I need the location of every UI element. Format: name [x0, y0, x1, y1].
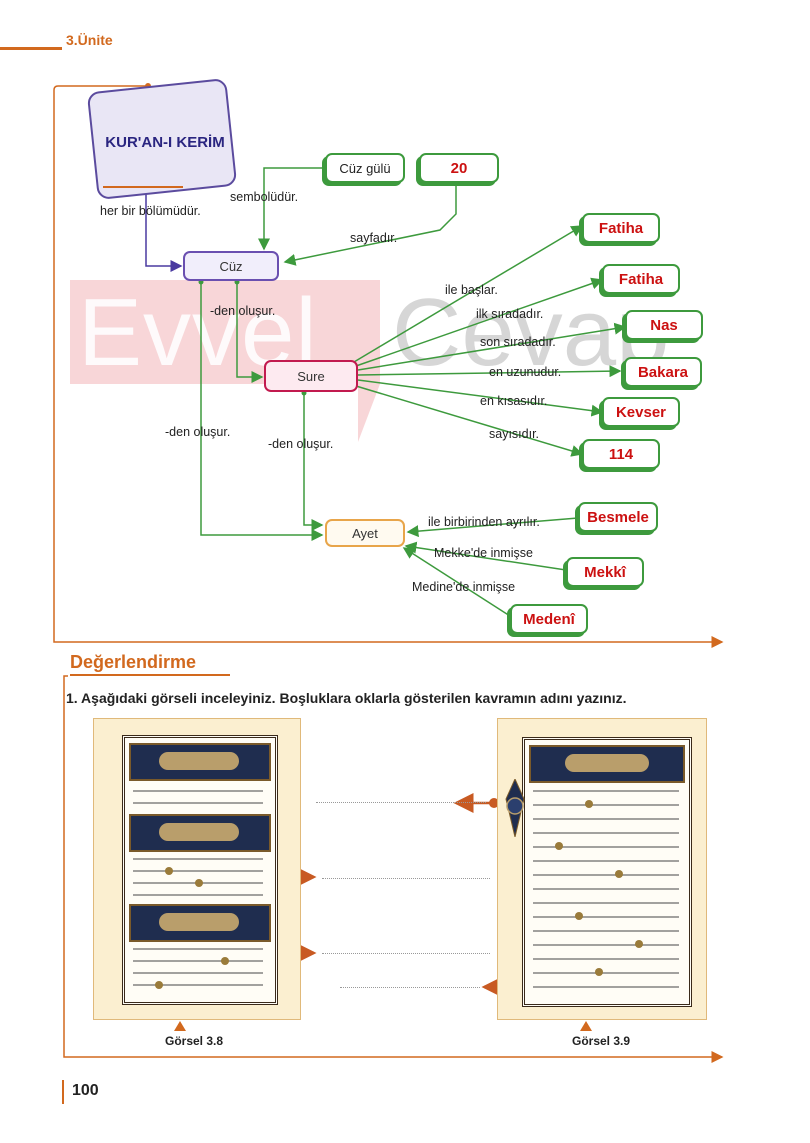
sure-node: Sure [264, 360, 358, 392]
mushaf-frame-right [522, 737, 692, 1007]
rel-sembol: sembolüdür. [230, 190, 299, 204]
rel-medine: Medine'de inmişse [412, 580, 516, 594]
answer-medeni: Medenî [510, 604, 588, 634]
answer-nas: Nas [625, 310, 703, 340]
caption-pointer-1 [174, 1021, 186, 1031]
caption-gorsel-3-8: Görsel 3.8 [165, 1034, 224, 1048]
rel-cuz-den: -den oluşur. [210, 304, 276, 318]
answer-bakara: Bakara [624, 357, 702, 387]
answer-besmele: Besmele [578, 502, 658, 532]
caption-gorsel-3-9: Görsel 3.9 [572, 1034, 631, 1048]
answer-fatiha-2: Fatiha [602, 264, 680, 294]
rel-sayfa: sayfadır. [350, 231, 398, 245]
rel-bolum: her bir bölümüdür. [100, 204, 201, 218]
rel-ilk: ilk sıradadır. [476, 307, 544, 321]
cuz-node: Cüz [183, 251, 279, 281]
sura-header-3 [129, 904, 271, 942]
sura-header-2 [129, 814, 271, 852]
rel-mekke: Mekke'de inmişse [434, 546, 533, 560]
question-1: 1. Aşağıdaki görseli inceleyiniz. Boşluk… [66, 690, 627, 706]
caption-pointer-2 [580, 1021, 592, 1031]
ayet-node: Ayet [325, 519, 405, 547]
rel-son: son sıradadır. [480, 335, 556, 349]
cuz-gulu-node: Cüz gülü [325, 153, 405, 183]
rel-sayisi: sayısıdır. [489, 427, 540, 441]
kuran-label: KUR'AN-I KERİM [105, 134, 225, 151]
rel-ayrilir: ile birbirinden ayrılır. [428, 515, 540, 529]
answer-114: 114 [582, 439, 660, 469]
sura-header-4 [529, 745, 685, 783]
answer-mekki: Mekkî [566, 557, 644, 587]
mushaf-page-image-right [497, 718, 707, 1020]
kuran-underline [103, 186, 183, 188]
evaluation-underline [70, 674, 230, 676]
rel-ayet-left: -den oluşur. [165, 425, 231, 439]
answer-20: 20 [419, 153, 499, 183]
unit-bar [0, 47, 62, 50]
watermark-tail [358, 384, 380, 442]
cuz-gulu-icon [505, 779, 525, 837]
rel-uzun: en uzunudur. [489, 365, 562, 379]
rel-ayet-mid: -den oluşur. [268, 437, 334, 451]
mushaf-frame-left [122, 735, 278, 1005]
rel-baslar: ile başlar. [445, 283, 498, 297]
answer-fatiha-1: Fatiha [582, 213, 660, 243]
sura-header-1 [129, 743, 271, 781]
evaluation-title: Değerlendirme [70, 652, 197, 672]
unit-title: 3.Ünite [66, 32, 113, 48]
mushaf-page-image-left [93, 718, 301, 1020]
rel-kisa: en kısasıdır. [480, 394, 548, 408]
page-number: 100 [72, 1082, 99, 1099]
page-number-bar [62, 1080, 64, 1104]
answer-kevser: Kevser [602, 397, 680, 427]
